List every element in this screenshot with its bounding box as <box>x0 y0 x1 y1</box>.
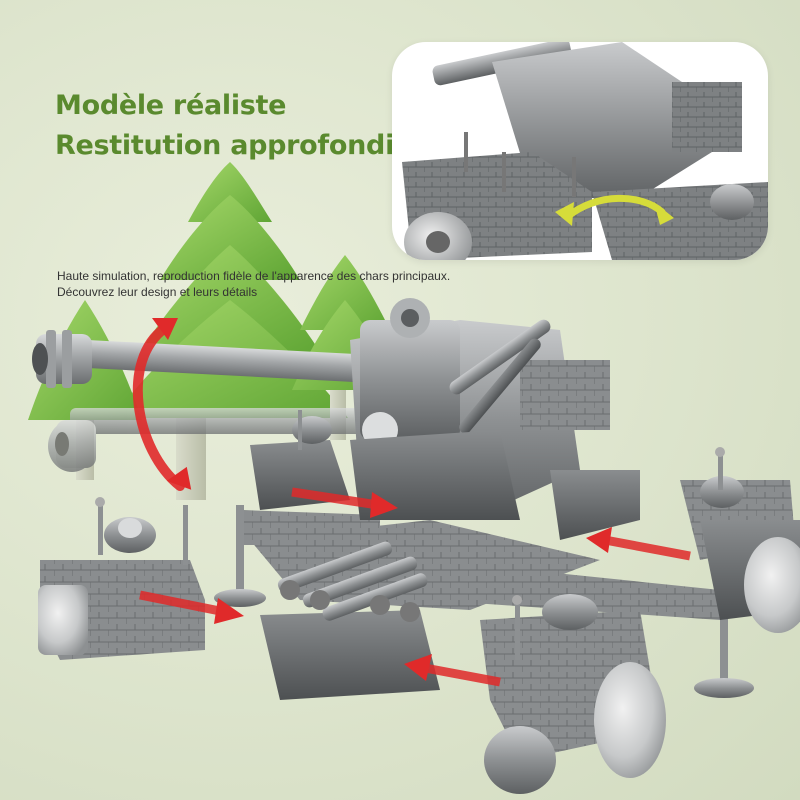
detail-inset-illustration <box>402 42 768 260</box>
crew-seat-right-detached <box>680 447 800 633</box>
description: Haute simulation, reproduction fidèle de… <box>57 268 450 300</box>
barrel-main <box>32 330 401 388</box>
gun-platform <box>240 510 720 700</box>
crew-seat-left-detached <box>38 497 205 660</box>
assembly-arrows <box>139 487 691 687</box>
curved-double-arrow-icon <box>132 318 192 491</box>
description-line-1: Haute simulation, reproduction fidèle de… <box>57 269 451 283</box>
headline: Modèle réaliste Restitution approfondie <box>55 86 412 166</box>
stabilizer-feet <box>214 505 754 698</box>
description-line-2: Découvrez leur design et leurs détails <box>57 285 258 299</box>
detail-inset <box>392 42 768 260</box>
arrow-right-icon <box>291 487 398 518</box>
arrow-left-icon <box>404 654 501 687</box>
curved-double-arrow-icon <box>555 194 674 226</box>
arrow-right-icon <box>139 590 244 624</box>
headline-line-2: Restitution approfondie <box>55 130 413 161</box>
gun-carriage <box>350 298 640 540</box>
crew-seat-front-detached <box>480 594 666 794</box>
headline-line-1: Modèle réaliste <box>55 90 287 121</box>
arrow-left-icon <box>586 527 691 561</box>
